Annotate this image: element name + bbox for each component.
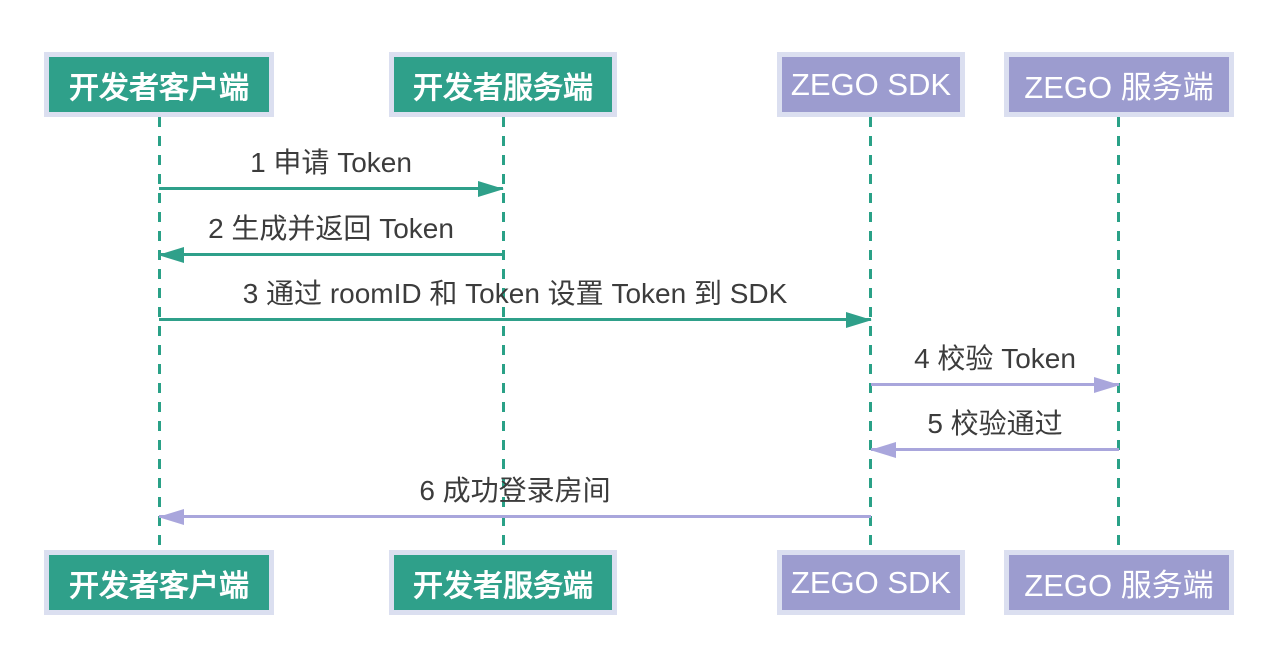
participant-dev-client-top: 开发者客户端	[44, 52, 274, 117]
message-label: 3 通过 roomID 和 Token 设置 Token 到 SDK	[242, 278, 788, 309]
participant-label: ZEGO 服务端	[1024, 568, 1214, 603]
message-4-verify-token: 4 校验 Token	[871, 342, 1120, 393]
message-2-return-token: 2 生成并返回 Token	[158, 212, 503, 263]
participant-label: 开发者客户端	[69, 71, 249, 105]
lifeline-zego-sdk	[869, 117, 872, 550]
message-line	[159, 253, 503, 256]
participant-label: ZEGO SDK	[790, 66, 952, 102]
message-line	[871, 448, 1119, 451]
participant-label: ZEGO 服务端	[1024, 70, 1214, 105]
message-label: 2 生成并返回 Token	[208, 213, 454, 244]
message-line	[159, 187, 503, 190]
participant-zego-server-top: ZEGO 服务端	[1004, 52, 1234, 117]
participant-zego-sdk-top: ZEGO SDK	[777, 52, 965, 117]
message-label: 1 申请 Token	[250, 147, 412, 178]
message-label: 4 校验 Token	[914, 343, 1076, 374]
message-3-set-token-to-sdk: 3 通过 roomID 和 Token 设置 Token 到 SDK	[159, 277, 872, 328]
message-line	[871, 383, 1119, 386]
participant-zego-sdk-bottom: ZEGO SDK	[777, 550, 965, 615]
participant-dev-server-top: 开发者服务端	[389, 52, 617, 117]
arrowhead-right-icon	[1094, 377, 1120, 393]
arrowhead-left-icon	[870, 442, 896, 458]
lifeline-dev-server	[502, 117, 505, 550]
arrowhead-right-icon	[478, 181, 504, 197]
arrowhead-left-icon	[158, 509, 184, 525]
message-label: 6 成功登录房间	[419, 475, 611, 506]
participant-label: 开发者客户端	[69, 569, 249, 603]
participant-dev-server-bottom: 开发者服务端	[389, 550, 617, 615]
arrowhead-left-icon	[158, 247, 184, 263]
message-5-verify-passed: 5 校验通过	[870, 407, 1119, 458]
message-line	[159, 318, 871, 321]
participant-zego-server-bottom: ZEGO 服务端	[1004, 550, 1234, 615]
message-line	[159, 515, 871, 518]
participant-label: 开发者服务端	[413, 569, 593, 603]
message-6-login-room-success: 6 成功登录房间	[158, 474, 871, 525]
lifeline-zego-server	[1117, 117, 1120, 550]
message-label: 5 校验通过	[927, 408, 1063, 439]
participant-label: ZEGO SDK	[790, 564, 952, 600]
message-1-request-token: 1 申请 Token	[159, 146, 504, 197]
participant-label: 开发者服务端	[413, 71, 593, 105]
lifeline-dev-client	[158, 117, 161, 550]
participant-dev-client-bottom: 开发者客户端	[44, 550, 274, 615]
arrowhead-right-icon	[846, 312, 872, 328]
